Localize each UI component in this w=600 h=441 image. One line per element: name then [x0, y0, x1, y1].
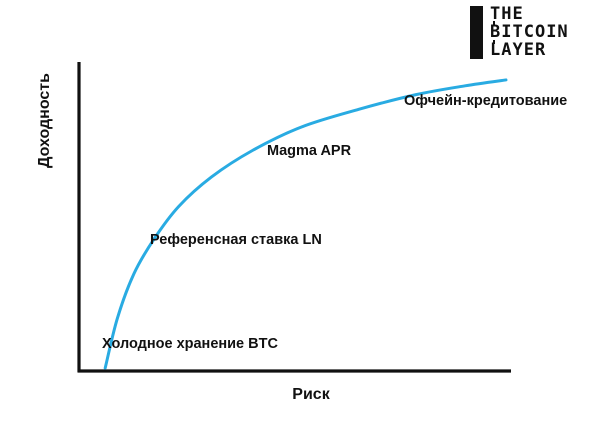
risk-yield-curve [103, 78, 508, 370]
annotation-offchain-lending: Офчейн-кредитование [404, 93, 568, 109]
y-axis-label: Доходность [36, 73, 53, 168]
annotation-magma-apr: Magma APR [267, 143, 352, 159]
logo-line-the: THE [490, 4, 524, 24]
annotation-ln-reference-rate: Референсная ставка LN [150, 232, 322, 248]
logo-line-bitcoin: BITCOIN [490, 21, 569, 44]
logo-wordmark: THE BITCOIN LAYER [490, 6, 569, 59]
logo-line-bitcoin-rest: ITCOIN [501, 22, 569, 42]
the-bitcoin-layer-logo: THE BITCOIN LAYER [470, 6, 569, 59]
annotation-cold-storage-btc: Холодное хранение BTC [102, 336, 278, 352]
logo-line-layer: LAYER [490, 40, 547, 60]
bitcoin-b-icon: B [490, 21, 502, 44]
logo-bar-icon [470, 6, 483, 59]
x-axis-label: Риск [292, 386, 330, 403]
